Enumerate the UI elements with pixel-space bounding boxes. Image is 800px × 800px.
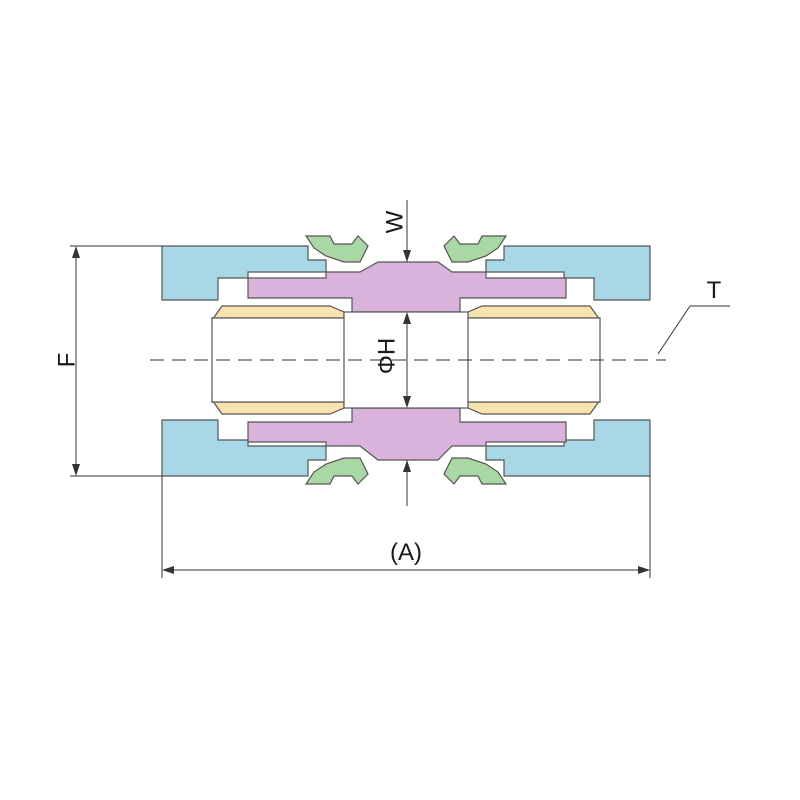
dim-a-label: (A) bbox=[390, 539, 422, 566]
dim-w-arrow-bottom bbox=[403, 460, 411, 472]
dim-a-arrow-left bbox=[162, 566, 174, 574]
dim-w-label: W bbox=[381, 210, 408, 233]
union-body-top bbox=[247, 261, 567, 313]
union-body-bottom bbox=[247, 407, 567, 461]
dim-w-arrow-top bbox=[403, 250, 411, 262]
dim-t-label: T bbox=[707, 277, 722, 304]
left-nut-top bbox=[161, 245, 327, 301]
dim-f-label: F bbox=[53, 353, 80, 368]
dim-h-label: ΦH bbox=[373, 338, 400, 374]
left-seal-bottom bbox=[304, 457, 369, 485]
dim-h-arrow-top bbox=[403, 312, 411, 324]
dim-h-arrow-bottom bbox=[403, 396, 411, 408]
dim-t-leader bbox=[657, 305, 691, 355]
dim-f-arrow-top bbox=[72, 246, 80, 258]
dim-a-arrow-right bbox=[638, 566, 650, 574]
right-nut-top bbox=[485, 245, 651, 301]
right-seal-top bbox=[443, 235, 508, 263]
left-seal-top bbox=[304, 235, 369, 263]
right-seal-bottom bbox=[443, 457, 508, 485]
dim-f-arrow-bottom bbox=[72, 464, 80, 476]
